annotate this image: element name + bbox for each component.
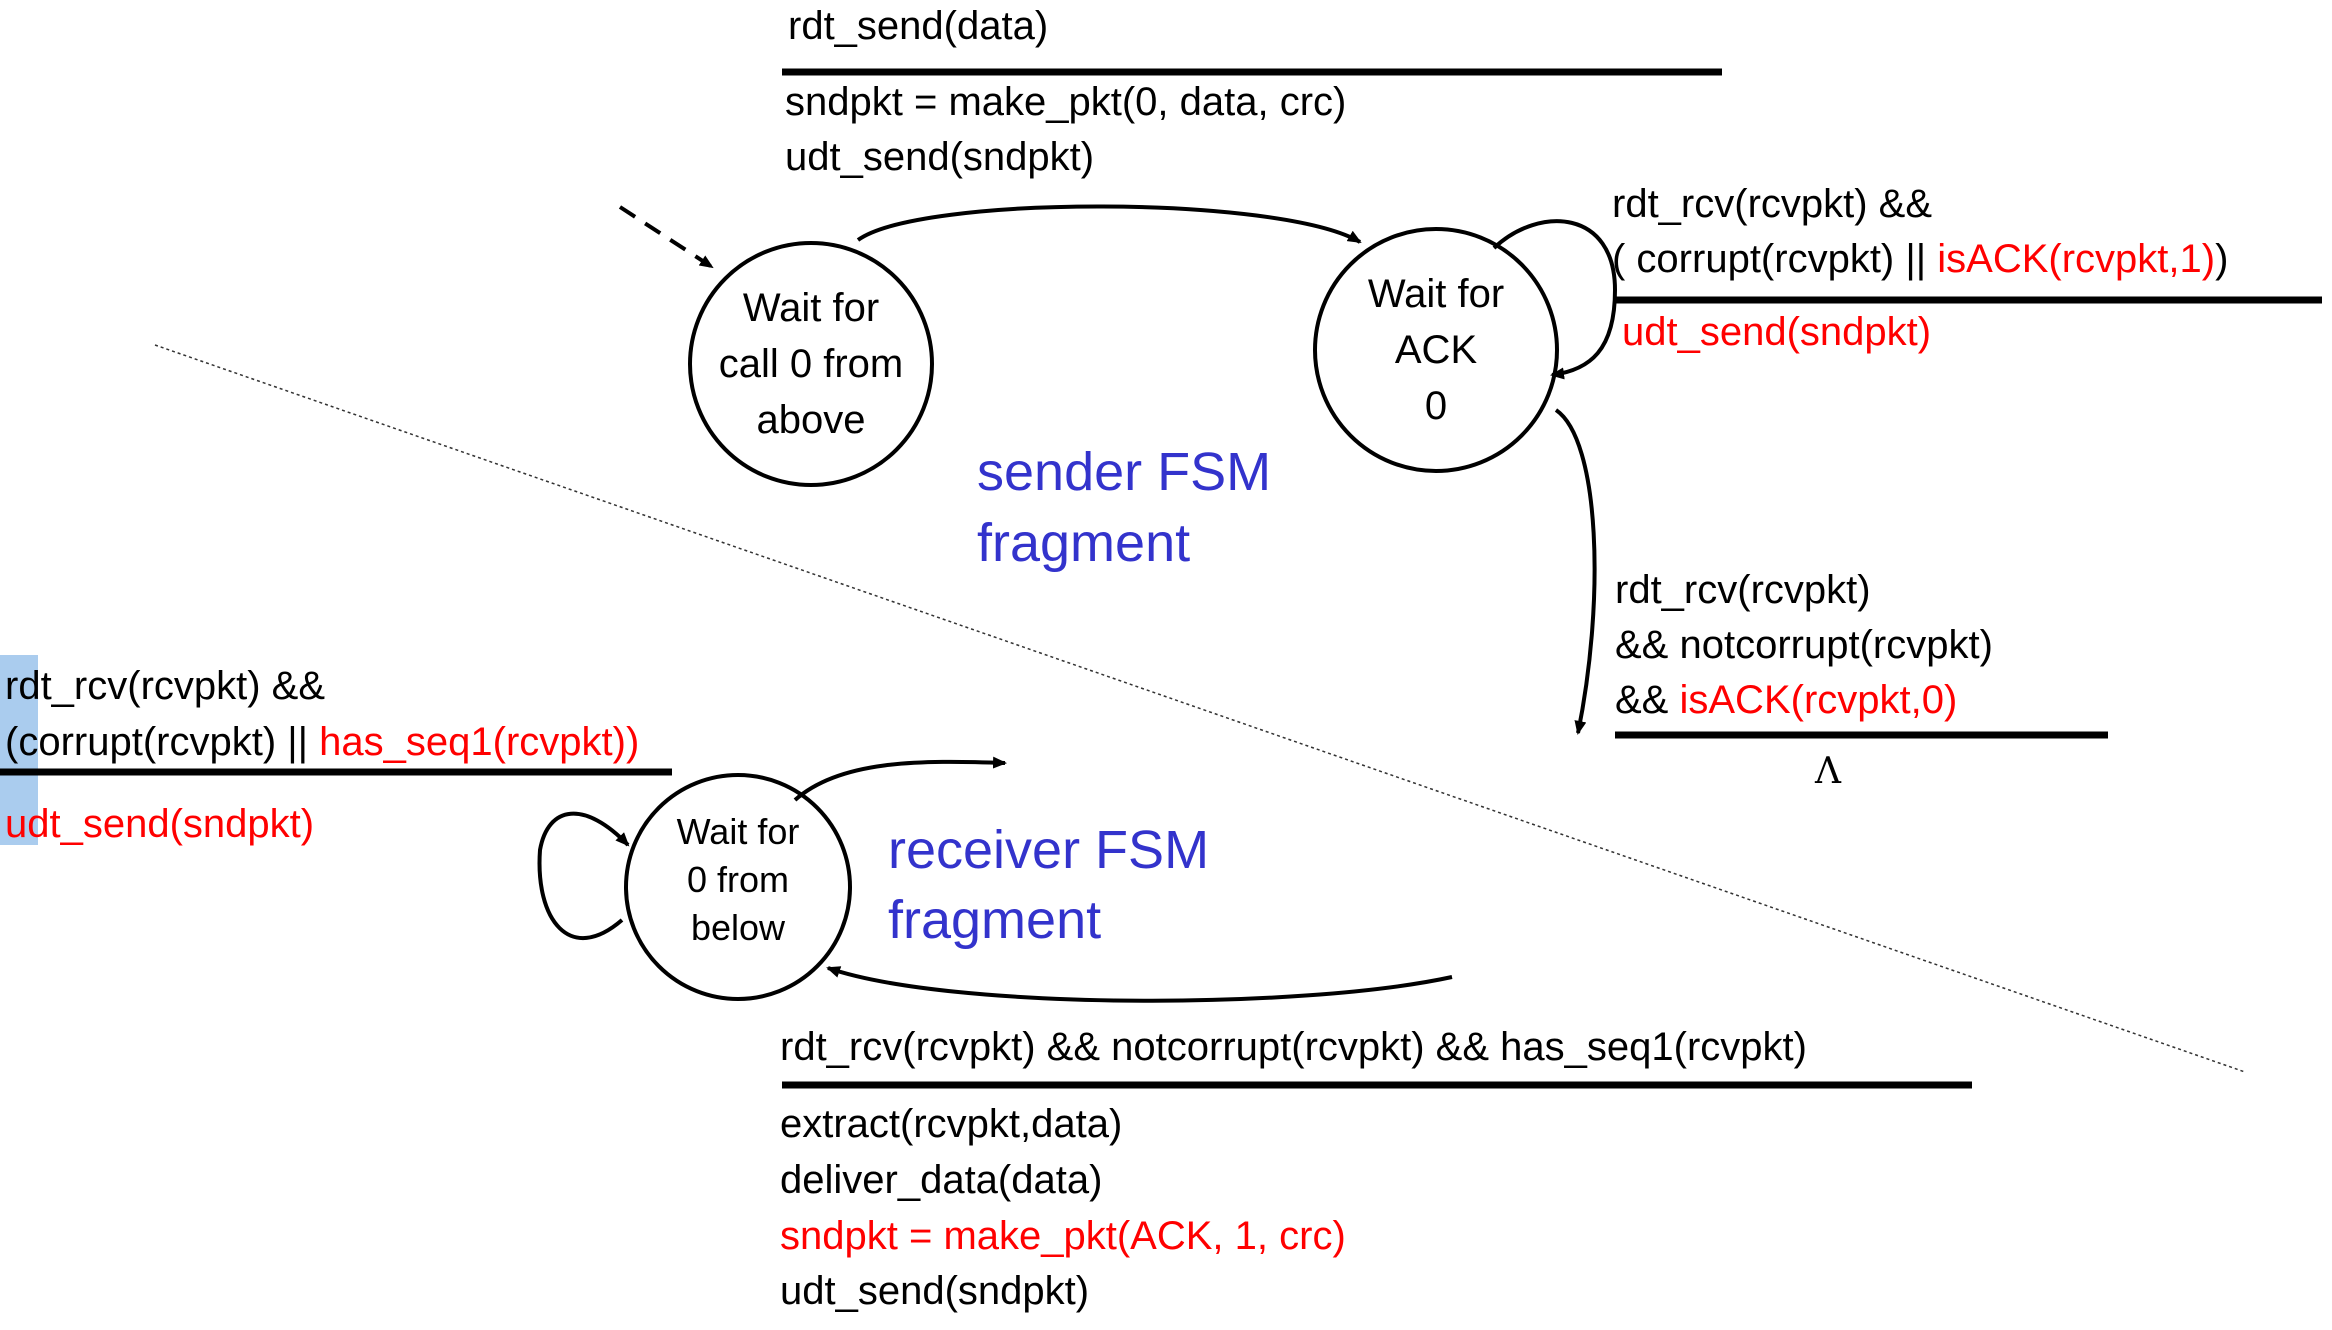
event-text-red: isACK(rcvpkt,1): [1937, 237, 2216, 281]
sender-t1-event: rdt_send(data): [788, 4, 1049, 48]
arrow-rcv-in: [826, 966, 1453, 1003]
divider-line: [154, 344, 2246, 1073]
state-circle-wait-ack0: [1313, 227, 1559, 473]
state-circle-wait-0-below: [624, 773, 852, 1001]
state-label: Wait for: [742, 286, 880, 330]
receiver-title: fragment: [888, 890, 1102, 950]
sender-t3-event: rdt_rcv(rcvpkt): [1615, 568, 1871, 612]
sender-t3-event: && isACK(rcvpkt,0): [1615, 676, 1957, 724]
state-wait-call0: Wait for call 0 from above: [690, 280, 932, 448]
state-label: ACK: [1394, 328, 1478, 372]
state-label: 0: [1424, 384, 1448, 428]
state-wait-0-below: Wait for 0 from below: [626, 808, 850, 952]
state-label: below: [690, 907, 786, 948]
sender-t3-action-lambda: Λ: [1815, 751, 1841, 792]
receiver-t2-event: rdt_rcv(rcvpkt) && notcorrupt(rcvpkt) &&…: [780, 1025, 1807, 1069]
event-text: ( corrupt(rcvpkt) ||: [1612, 237, 1938, 281]
sender-t2-action: udt_send(sndpkt): [1622, 310, 1932, 354]
sender-t2-event: rdt_rcv(rcvpkt) &&: [1612, 182, 1933, 226]
receiver-t2-action: sndpkt = make_pkt(ACK, 1, crc): [780, 1214, 1346, 1258]
initial-arrow: [618, 205, 714, 269]
sender-t1-action: sndpkt = make_pkt(0, data, crc): [785, 80, 1347, 124]
arrow-rcv-out: [793, 756, 1007, 802]
receiver-t1-event: rdt_rcv(rcvpkt) &&: [5, 664, 326, 708]
state-label: Wait for: [1367, 272, 1505, 316]
arrow-ack0-selfloop: [1492, 219, 1618, 380]
receiver-t1-action: udt_send(sndpkt): [5, 802, 315, 846]
arrow-rcv-selfloop: [537, 811, 630, 941]
receiver-t2-action: extract(rcvpkt,data): [780, 1102, 1123, 1146]
event-text: (corrupt(rcvpkt) ||: [5, 720, 320, 764]
state-label: call 0 from: [718, 342, 904, 386]
receiver-t1-event: (corrupt(rcvpkt) || has_seq1(rcvpkt)): [5, 718, 639, 766]
sender-t1-action: udt_send(sndpkt): [785, 135, 1095, 179]
receiver-title: receiver FSM: [888, 820, 1210, 880]
sender-t2-event: ( corrupt(rcvpkt) || isACK(rcvpkt,1)): [1612, 235, 2228, 283]
sender-title: fragment: [977, 513, 1191, 573]
state-label: 0 from: [686, 859, 790, 900]
sender-title: sender FSM: [977, 442, 1272, 502]
sender-t3-event: && notcorrupt(rcvpkt): [1615, 623, 1993, 667]
event-text: ): [2215, 237, 2229, 281]
event-text: &&: [1615, 678, 1680, 722]
state-label: Wait for: [676, 811, 800, 852]
event-text-red: isACK(rcvpkt,0): [1679, 678, 1958, 722]
state-label: above: [756, 398, 866, 442]
arrow-ack0-out: [1554, 408, 1597, 735]
event-text-red: has_seq1(rcvpkt)): [319, 720, 640, 764]
receiver-t2-action: deliver_data(data): [780, 1158, 1103, 1202]
state-wait-ack0: Wait for ACK 0: [1315, 266, 1557, 434]
text-selection-highlight: [0, 655, 38, 845]
arrow-send: [856, 204, 1362, 244]
receiver-t2-action: udt_send(sndpkt): [780, 1269, 1090, 1313]
state-circle-wait-call0: [688, 241, 934, 487]
